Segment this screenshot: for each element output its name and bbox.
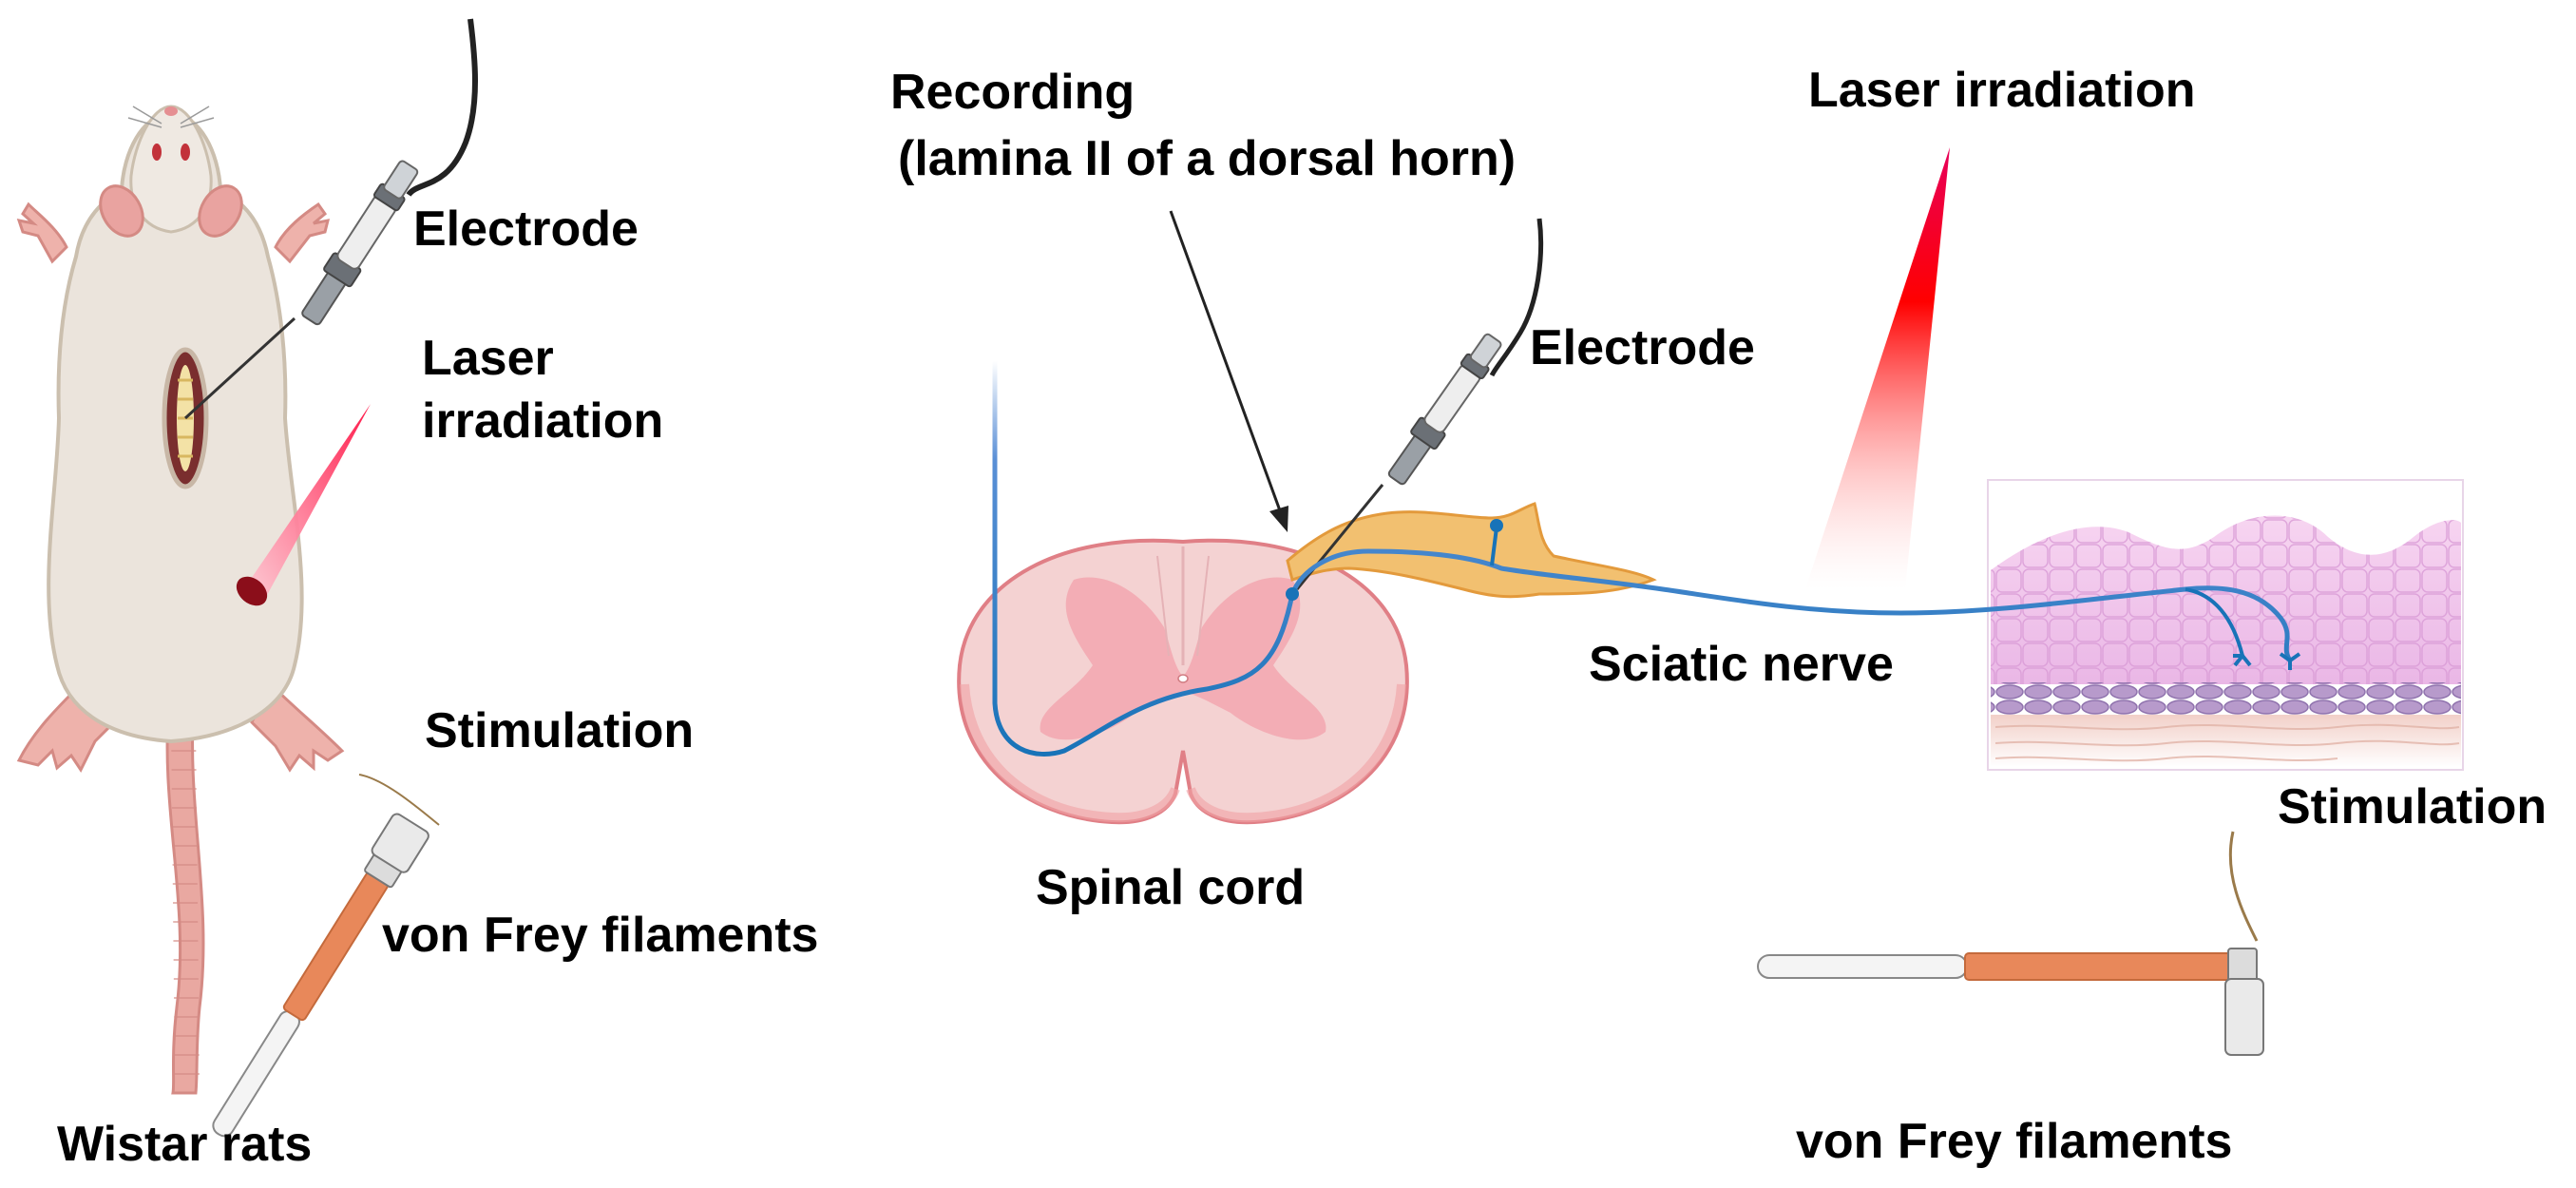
- right-von-frey-label: von Frey filaments: [1796, 1114, 2233, 1169]
- left-von-frey-label: von Frey filaments: [382, 908, 819, 963]
- center-electrode-label: Electrode: [1530, 320, 1755, 375]
- sciatic-nerve-graphic: [1286, 502, 1657, 599]
- recording-label-line2: (lamina II of a dorsal horn): [898, 131, 1517, 186]
- rat-right-hindfoot: [250, 681, 345, 773]
- left-electrode-label: Electrode: [413, 201, 639, 257]
- rat-left-eye: [152, 144, 162, 161]
- left-stimulation-label: Stimulation: [425, 703, 695, 758]
- exposed-spinal-segments: [178, 378, 193, 458]
- left-laser-label-line1: Laser: [422, 331, 554, 386]
- recording-arrow: [1169, 210, 1288, 532]
- left-von-frey-graphic: [212, 774, 440, 1138]
- afferent-fiber: [992, 361, 2301, 757]
- right-laser-label: Laser irradiation: [1808, 63, 2196, 118]
- rat-right-eye: [181, 144, 190, 161]
- wistar-rats-label: Wistar rats: [57, 1117, 313, 1172]
- rat-left-ear: [99, 184, 144, 238]
- rat-right-ear: [198, 184, 243, 238]
- spinal-grey-matter: [1040, 577, 1326, 740]
- left-electrode-graphic: [183, 18, 478, 420]
- left-laser-label-line2: irradiation: [422, 393, 664, 449]
- rat-head: [129, 105, 213, 234]
- right-laser-beam: [1805, 147, 1950, 589]
- spinal-cord-graphic: [957, 538, 1409, 825]
- rat-right-forepaw: [274, 201, 331, 264]
- recording-label-line1: Recording: [890, 65, 1135, 120]
- skin-tissue-graphic: [1987, 479, 2464, 771]
- right-von-frey-graphic: [1757, 831, 2264, 1056]
- left-laser-beam: [236, 404, 371, 606]
- rat-nose: [164, 106, 178, 116]
- sciatic-nerve-label: Sciatic nerve: [1589, 637, 1894, 692]
- rat-whiskers: [127, 105, 215, 128]
- basal-layer: [1991, 682, 2461, 715]
- right-stimulation-label: Stimulation: [2278, 779, 2547, 834]
- center-electrode-graphic: [1295, 218, 1544, 590]
- rat-left-forepaw: [16, 201, 68, 264]
- spinal-cord-label: Spinal cord: [1036, 860, 1306, 915]
- rat-illustration: [16, 105, 345, 1095]
